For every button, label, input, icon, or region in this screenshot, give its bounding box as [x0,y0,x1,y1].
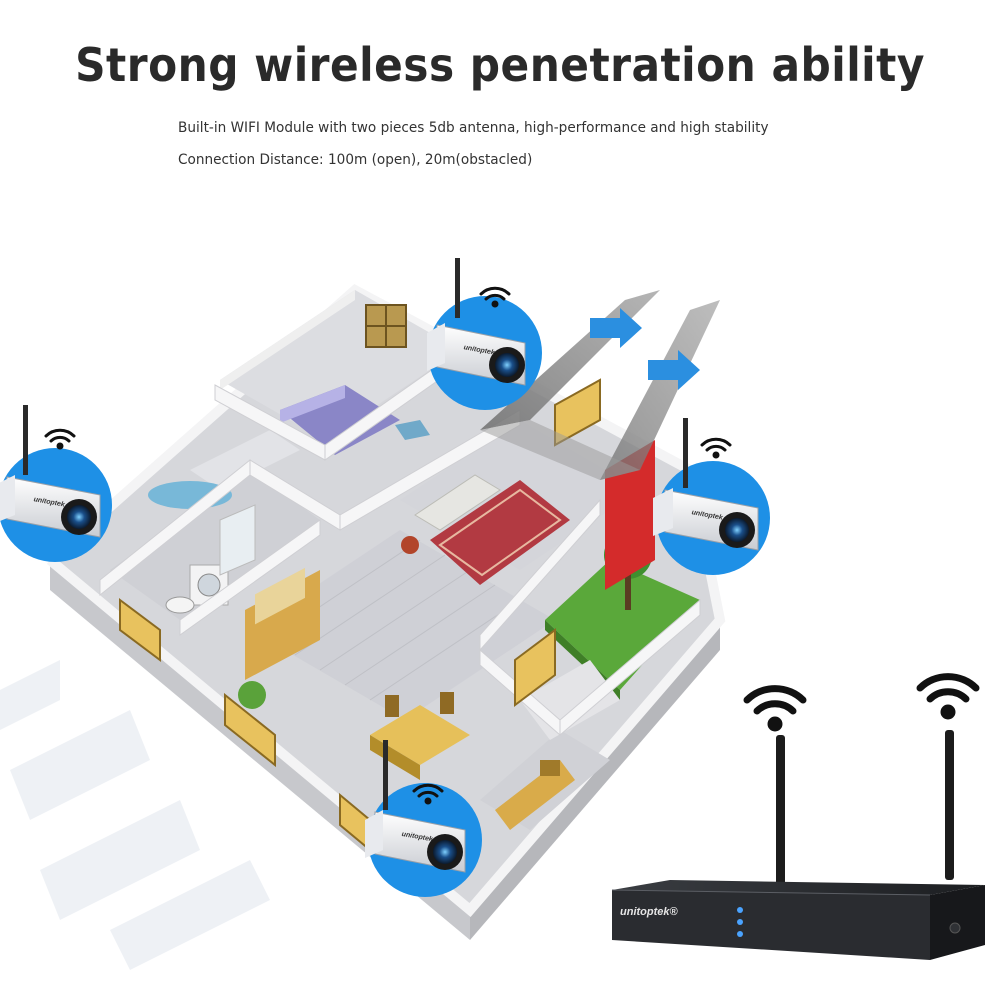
camera-icon: unitoptek [0,405,112,562]
camera-icon: unitoptek [427,258,542,410]
page-headline: Strong wireless penetration ability [75,38,925,92]
subtitle-line-2: Connection Distance: 100m (open), 20m(ob… [178,152,533,168]
floor-light-patches [0,660,270,970]
camera-icon: unitoptek [653,418,770,575]
camera-icon: unitoptek [365,740,482,897]
wifi-icon [44,286,732,805]
front-windows [119,378,601,853]
bedroom [220,290,460,455]
antenna-icon [776,735,785,885]
wifi-icon [743,673,980,732]
nvr-brand-label: unitoptek® [620,906,678,918]
interior-walls [99,349,701,737]
garden [545,440,700,700]
nvr-icon: unitoptek® [611,673,985,960]
arrow-icon [590,308,700,390]
subtitle-line-1: Built-in WIFI Module with two pieces 5db… [178,120,769,136]
antenna-icon [945,730,954,880]
